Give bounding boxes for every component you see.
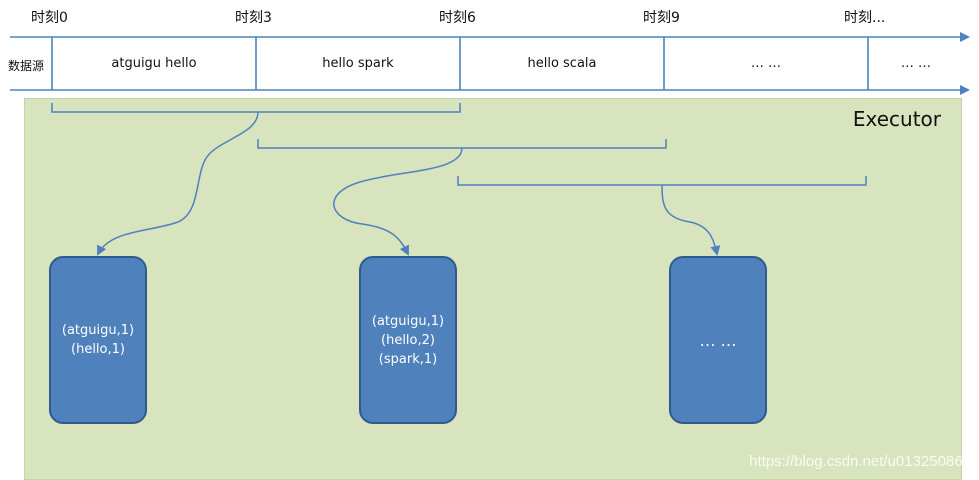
result-box-3: … …: [669, 256, 767, 424]
executor-area: [24, 98, 962, 480]
tick-label-6: 时刻6: [439, 10, 476, 26]
source-cell-1: atguigu hello: [111, 55, 197, 71]
result-line: (atguigu,1): [371, 313, 445, 329]
tick-label-0: 时刻0: [31, 10, 68, 26]
source-cell-5: … …: [900, 55, 932, 71]
window-bracket-2: [257, 139, 667, 149]
tick-label-9: 时刻9: [643, 10, 680, 26]
window-bracket-3: [457, 176, 867, 186]
result-box-2: (atguigu,1) (hello,2) (spark,1): [359, 256, 457, 424]
result-box-1: (atguigu,1) (hello,1): [49, 256, 147, 424]
source-cell-2: hello spark: [322, 55, 394, 71]
window-bracket-1: [51, 103, 461, 113]
window-arrow-2: [333, 147, 463, 256]
watermark-text: https://blog.csdn.net/u013250861: [749, 453, 971, 470]
source-cell-3: hello scala: [527, 55, 597, 71]
source-cell-4: … …: [750, 55, 782, 71]
result-line: (spark,1): [378, 351, 438, 367]
cell-dividers: [51, 37, 869, 90]
result-line: (hello,1): [71, 342, 125, 357]
window-arrow-1: [97, 111, 259, 256]
tick-label-3: 时刻3: [235, 10, 272, 26]
result-line: … …: [699, 330, 737, 350]
data-source-label: 数据源: [8, 59, 45, 73]
tick-label-more: 时刻...: [844, 10, 886, 26]
window-arrow-3: [661, 184, 721, 256]
result-line: (hello,2): [381, 332, 435, 348]
result-line: (atguigu,1): [61, 323, 135, 338]
executor-title: Executor: [852, 107, 941, 131]
